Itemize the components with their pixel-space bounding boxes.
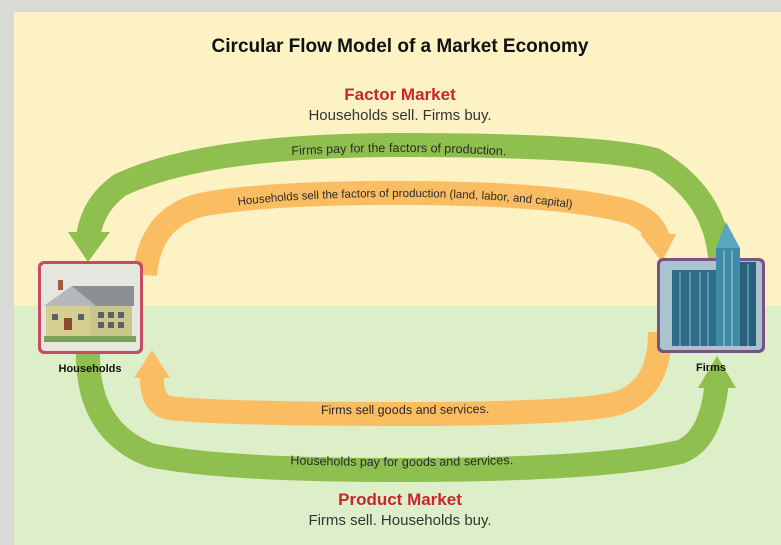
house-icon — [44, 280, 136, 342]
arrowhead-to-firms-factors — [640, 234, 676, 262]
arrowhead-to-households-goods — [134, 350, 170, 378]
firms-pay-factors-arrow — [76, 132, 732, 260]
households-node — [38, 261, 143, 354]
households-pay-goods-arrow — [75, 349, 729, 483]
firms-sell-goods-arrow — [139, 331, 672, 427]
arrowhead-to-households — [68, 232, 110, 262]
factor-market-heading: Factor Market — [344, 85, 456, 104]
firms-node — [657, 222, 765, 353]
diagram-title: Circular Flow Model of a Market Economy — [212, 36, 589, 57]
firms-label: Firms — [696, 362, 726, 374]
product-market-heading: Product Market — [338, 490, 462, 509]
goods-flow-loop — [133, 180, 676, 427]
factor-market-subtitle: Households sell. Firms buy. — [308, 107, 491, 124]
households-sell-factors-arrow — [133, 180, 670, 277]
arrowhead-to-firms — [698, 356, 736, 388]
firms-sell-goods-label: Firms sell goods and services. — [321, 402, 490, 417]
product-market-subtitle: Firms sell. Households buy. — [308, 512, 491, 529]
households-label: Households — [59, 363, 122, 375]
office-building-icon — [672, 222, 756, 346]
firms-pay-factors-label: Firms pay for the factors of production. — [291, 141, 507, 159]
money-flow-loop — [68, 132, 736, 483]
